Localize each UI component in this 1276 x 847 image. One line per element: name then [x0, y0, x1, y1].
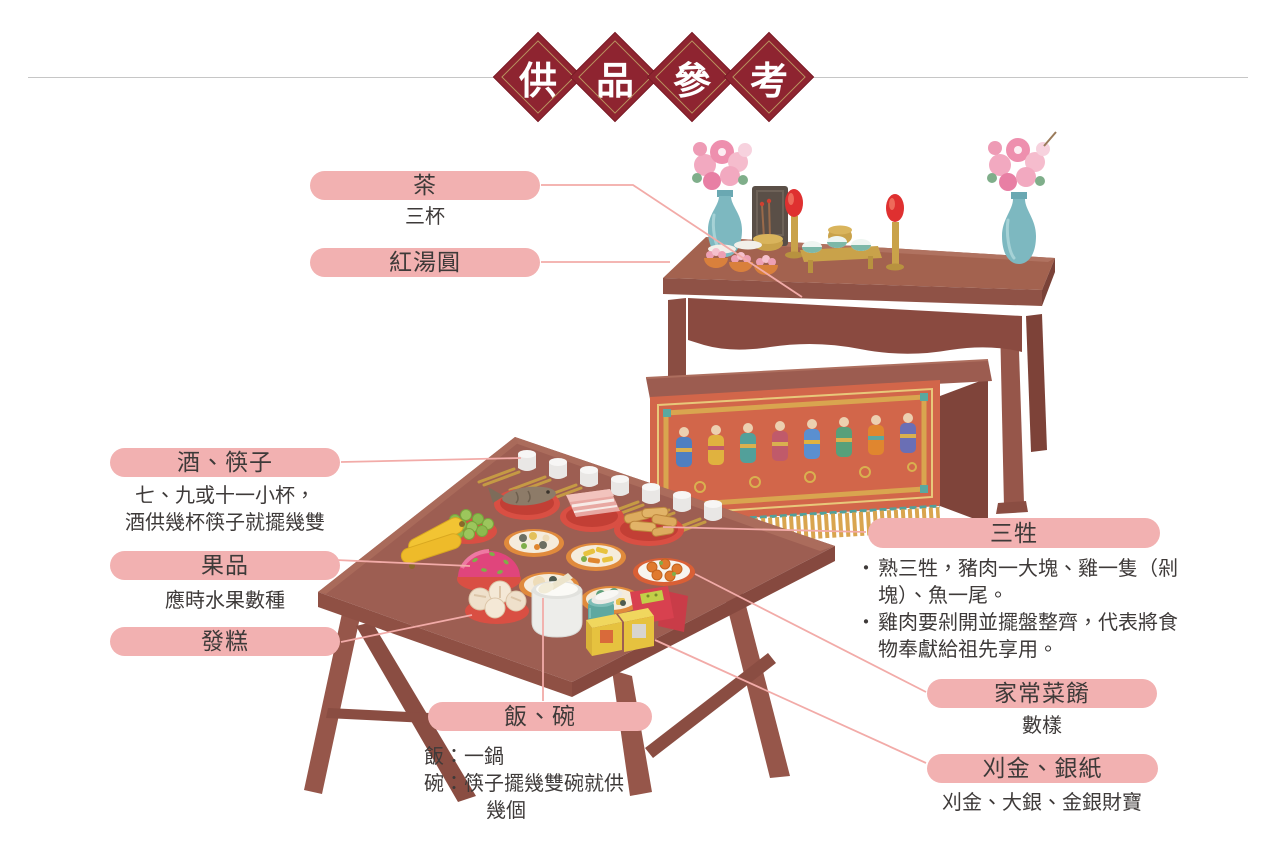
label-pill-tea: 茶: [310, 171, 540, 200]
chicken-plate: [614, 506, 684, 546]
label-pill-sansheng: 三牲: [868, 518, 1160, 548]
rice-desc-line-1: 飯：一鍋: [424, 746, 504, 768]
label-pill-ritual-paper: 刈金、銀紙: [927, 754, 1158, 783]
dish-mixed-1: [504, 529, 564, 557]
bullet-dot-icon: ・: [856, 612, 876, 634]
rice-desc-line-2: 碗：筷子擺幾雙碗就供: [424, 773, 624, 795]
ritual-paper-money: [586, 586, 688, 656]
bananas: [400, 517, 465, 569]
red-candle-left: [785, 189, 803, 259]
red-tangyuan-label: 紅湯圓: [389, 249, 461, 275]
skirted-offering-table: [645, 359, 992, 549]
rice-bowls-label: 飯、碗: [504, 703, 576, 729]
ritual-paper-label: 刈金、銀紙: [982, 755, 1103, 781]
label-pill-red-tangyuan: 紅湯圓: [310, 248, 540, 277]
embroidered-table-skirt: [650, 380, 940, 524]
label-pill-home-dishes: 家常菜餚: [927, 679, 1157, 708]
tea-desc: 三杯: [405, 206, 445, 228]
connector-fruit: [335, 559, 471, 567]
wine-desc-line-1: 七、九或十一小杯，: [135, 485, 315, 507]
rice-bowls-desc: 飯：一鍋 碗：筷子擺幾雙碗就供 幾個: [424, 744, 704, 825]
fruit-desc: 應時水果數種: [165, 590, 285, 612]
sansheng-bullet-2: ・ 雞肉要剁開並擺盤整齊，代表將食物奉獻給祖先享用。: [856, 610, 1178, 664]
wine-chopsticks-label: 酒、筷子: [177, 449, 273, 475]
label-pill-wine-chopsticks: 酒、筷子: [110, 448, 340, 477]
pork-plate: [560, 489, 624, 532]
label-pill-fruit: 果品: [110, 551, 340, 580]
skirt-figures: [676, 413, 917, 493]
label-pill-fagao: 發糕: [110, 627, 340, 656]
dish-mixed-2: [566, 543, 626, 571]
home-dishes-label: 家常菜餚: [994, 680, 1090, 706]
red-candle-right: [886, 194, 904, 271]
flower-vase-right: [987, 131, 1057, 264]
connector-sansheng: [662, 526, 867, 533]
food-table-items: [400, 450, 722, 656]
connector-wine: [340, 457, 522, 463]
tea-cup-stand: [800, 225, 882, 273]
home-dishes-desc: 數樣: [1022, 715, 1062, 737]
connector-tea: [541, 184, 803, 298]
sansheng-bullet-1: ・ 熟三牲，豬肉一大塊、雞一隻（剁塊）、魚一尾。: [856, 556, 1178, 610]
connector-dishes: [694, 573, 927, 693]
dish-orange-chunks: [633, 558, 695, 586]
rice-desc-line-3: 幾個: [486, 800, 526, 822]
wine-chopsticks-desc: 七、九或十一小杯， 酒供幾杯筷子就擺幾雙: [75, 483, 375, 537]
incense-burner: [753, 198, 783, 251]
sansheng-label: 三牲: [990, 519, 1038, 546]
wine-desc-line-2: 酒供幾杯筷子就擺幾雙: [125, 512, 325, 534]
altar-table: [663, 237, 1055, 514]
bullet-dot-icon: ・: [856, 558, 876, 580]
altar-items: [692, 131, 1057, 275]
rice-pot: [531, 573, 583, 638]
fruit-label: 果品: [201, 552, 249, 578]
ritual-paper-desc: 刈金、大銀、金銀財寶: [942, 792, 1142, 814]
fagao-label: 發糕: [201, 628, 249, 654]
sansheng-desc: ・ 熟三牲，豬肉一大塊、雞一隻（剁塊）、魚一尾。 ・ 雞肉要剁開並擺盤整齊，代表…: [856, 556, 1178, 664]
flower-vase-left: [692, 140, 752, 257]
stacked-bowls: [588, 589, 623, 622]
connector-paper: [654, 639, 927, 764]
label-pill-rice-bowls: 飯、碗: [428, 702, 652, 731]
fagao-plate: [465, 580, 529, 624]
connector-lines: [335, 184, 927, 764]
connector-fagao: [340, 614, 473, 643]
sansheng-bullet-2-text: 雞肉要剁開並擺盤整齊，代表將食物奉獻給祖先享用。: [878, 612, 1178, 661]
fish-plate: [488, 486, 560, 520]
tea-label: 茶: [413, 172, 437, 198]
sansheng-bullet-1-text: 熟三牲，豬肉一大塊、雞一隻（剁塊）、魚一尾。: [878, 558, 1178, 607]
